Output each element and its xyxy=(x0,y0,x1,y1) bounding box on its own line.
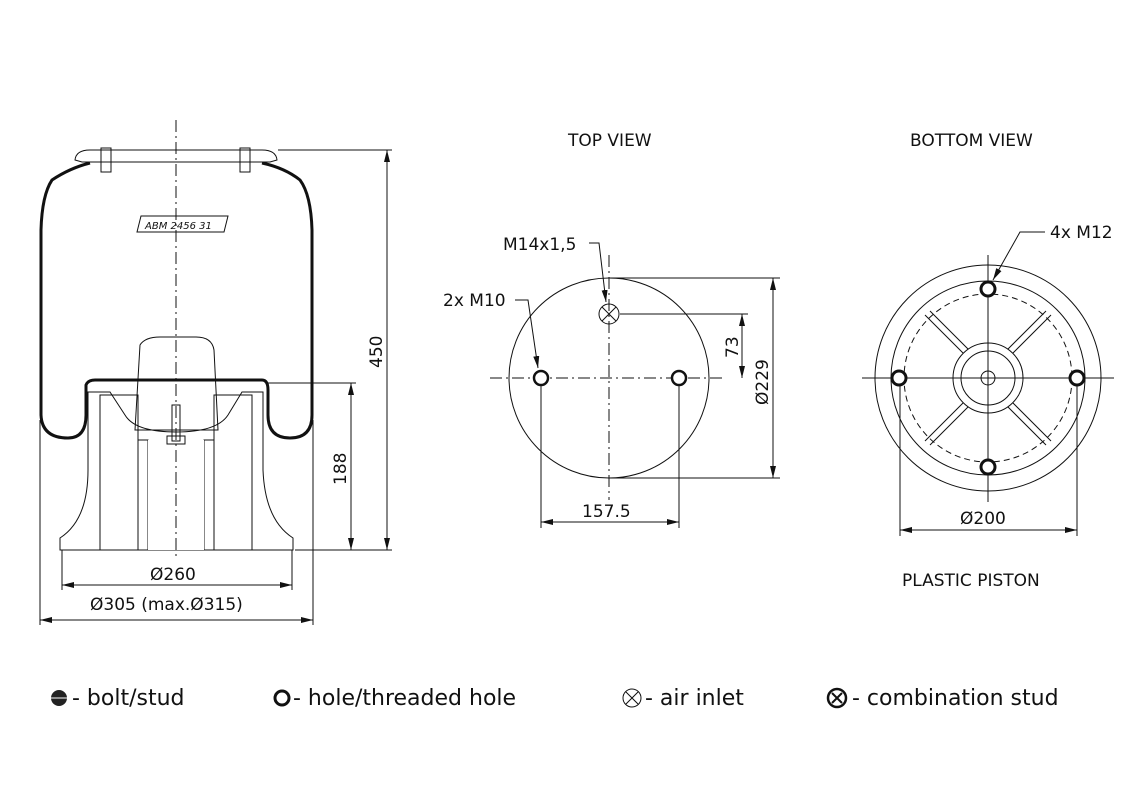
bottom-view-title: BOTTOM VIEW xyxy=(910,131,1033,151)
dim-offset: 73 xyxy=(723,336,743,358)
holes-label: 4x M12 xyxy=(1050,223,1113,243)
legend: - bolt/stud - hole/threaded hole - air i… xyxy=(51,686,1059,711)
hole-m12-bottom xyxy=(979,458,997,476)
air-inlet-icon xyxy=(622,688,642,708)
dim-dia: Ø200 xyxy=(960,509,1006,529)
dim-height: 450 xyxy=(367,336,387,368)
legend-label: - bolt/stud xyxy=(72,686,185,711)
combination-stud-icon xyxy=(826,687,848,709)
top-plate xyxy=(74,149,278,163)
legend-label: - combination stud xyxy=(852,686,1059,711)
top-stud-right xyxy=(239,147,251,173)
hole-m10-left xyxy=(532,369,550,387)
dim-dia: Ø229 xyxy=(753,359,773,405)
hole-m12-left xyxy=(890,369,908,387)
top-view-title: TOP VIEW xyxy=(567,131,652,151)
bumper xyxy=(134,336,219,431)
bottom-view: BOTTOM VIEW 4x M12 Ø200 PLASTIC PISTON xyxy=(862,131,1114,591)
piston xyxy=(59,391,294,551)
bellow xyxy=(39,161,314,440)
model-label: ABM 2456 31 xyxy=(136,215,229,233)
model-label-text: ABM 2456 31 xyxy=(144,221,212,232)
holes-label: 2x M10 xyxy=(443,291,506,311)
dim-bellow-dia: Ø305 (max.Ø315) xyxy=(90,595,243,615)
legend-label: - hole/threaded hole xyxy=(293,686,516,711)
hole-icon xyxy=(273,689,291,707)
hole-m12-top xyxy=(979,280,997,298)
top-stud-left xyxy=(100,147,112,173)
side-view: ABM 2456 31 450 188 Ø260 Ø305 (max.Ø315) xyxy=(39,120,392,625)
hole-m10-right xyxy=(670,369,688,387)
dim-piston-height: 188 xyxy=(331,453,351,485)
dim-spacing: 157.5 xyxy=(582,502,631,522)
dim-piston-dia: Ø260 xyxy=(150,565,196,585)
air-inlet-label: M14x1,5 xyxy=(503,235,576,255)
legend-label: - air inlet xyxy=(645,686,744,711)
bolt-stud-icon xyxy=(51,690,67,706)
piston-type: PLASTIC PISTON xyxy=(902,571,1040,591)
air-inlet-icon xyxy=(598,303,620,325)
hole-m12-right xyxy=(1068,369,1086,387)
top-view: TOP VIEW M14x1,5 2x M10 73 Ø229 157.5 xyxy=(443,131,780,528)
